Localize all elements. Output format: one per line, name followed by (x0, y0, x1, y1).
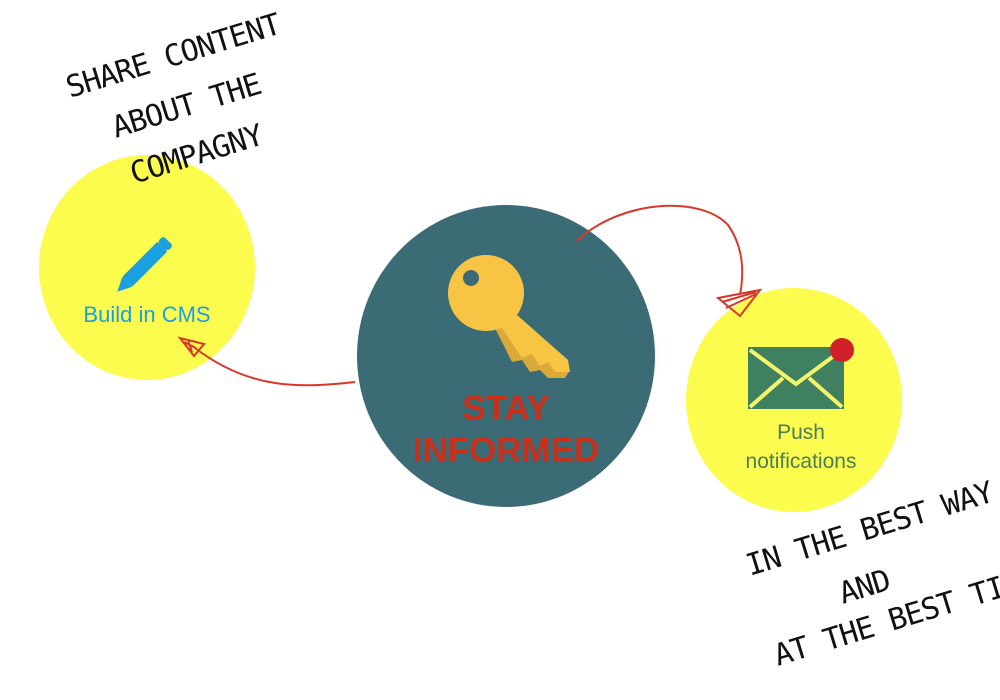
push-notifications-label: Push notifications (686, 418, 916, 476)
arrow-center-to-cms (194, 347, 356, 387)
push-line-1: Push (777, 421, 825, 444)
pencil-icon (117, 237, 172, 292)
stay-informed-line-1: STAY (462, 389, 550, 428)
push-line-2: notifications (745, 450, 857, 473)
notification-badge (830, 338, 854, 362)
key-icon (448, 255, 570, 378)
envelope-icon (748, 338, 854, 409)
arrowhead-push (715, 288, 763, 318)
stay-informed-label: STAY INFORMED (357, 388, 655, 472)
arrow-center-to-push (576, 204, 744, 296)
arrowhead-cms (177, 336, 206, 358)
stay-informed-node (357, 205, 655, 507)
build-in-cms-label: Build in CMS (83, 302, 211, 327)
stay-informed-line-2: INFORMED (412, 431, 600, 470)
